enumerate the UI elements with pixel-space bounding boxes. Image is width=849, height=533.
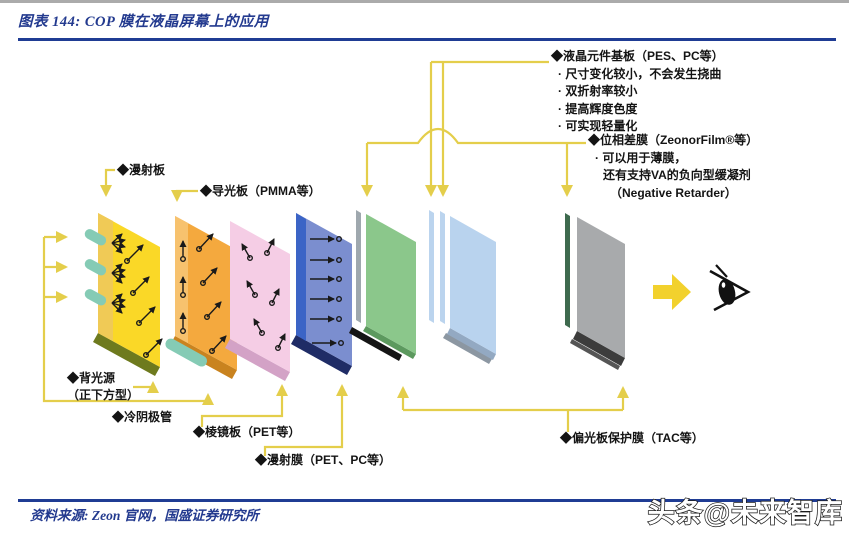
front-slab-face — [450, 216, 496, 354]
prism-plate-arrows — [241, 238, 286, 352]
light-guide-face — [175, 216, 237, 370]
substrate-group — [429, 210, 496, 364]
front-slab-edge — [447, 328, 496, 360]
diffusion-film-face — [296, 213, 352, 366]
burst-2 — [111, 263, 126, 284]
label-light-guide-plate: ◆导光板（PMMA等） — [200, 184, 321, 198]
light-guide-left-strip — [175, 216, 188, 343]
diffusion-film-left-strip — [296, 213, 306, 341]
eye-icon — [709, 264, 751, 312]
diffusion-film-edge — [291, 335, 352, 375]
front-slab-underline — [443, 333, 492, 364]
eye-pupil — [718, 279, 736, 305]
lamp-tube-2 — [84, 259, 107, 276]
annotation-lcd-substrate: ◆液晶元件基板（PES、PC等） · 尺寸变化较小，不会发生挠曲 · 双折射率较… — [551, 48, 724, 136]
annotation-lcd-bullet-3: · 提高辉度色度 — [558, 101, 638, 116]
burst-3 — [111, 293, 126, 314]
source-divider — [18, 499, 836, 502]
label-backlight-line1: ◆背光源 — [67, 371, 116, 385]
substrate-strip-1 — [429, 210, 434, 323]
prism-plate-slab — [225, 221, 290, 381]
gray-slab-underline — [570, 339, 620, 370]
lamp-tube-1 — [84, 229, 107, 246]
eye-lids — [709, 269, 751, 312]
diffuser-light-arrows — [111, 233, 163, 359]
eye-lash — [715, 264, 728, 278]
output-polarizer-group — [565, 213, 625, 370]
polarizer-film-connector — [403, 408, 623, 432]
diffusion-film-connector — [263, 384, 348, 456]
title-divider — [18, 38, 836, 41]
label-diffusion-film: ◆漫射膜（PET、PC等） — [255, 453, 392, 467]
diffuser-plate-connector — [100, 168, 115, 197]
label-cold-cathode-tube: ◆冷阴极管 — [112, 410, 173, 424]
burst-1 — [111, 233, 126, 254]
figure-title: 图表 144: COP 膜在液晶屏幕上的应用 — [18, 14, 269, 30]
lamp-tube-bottom — [165, 338, 208, 367]
lc-cell-face — [366, 214, 416, 354]
label-prism-plate: ◆棱镜板（PET等） — [193, 425, 301, 439]
output-light-arrow — [653, 274, 691, 310]
lc-cell-group — [349, 210, 416, 361]
light-guide-arrows — [179, 233, 227, 355]
diffusion-film-slab — [291, 213, 352, 375]
annotation-lcd-bullet-4: · 可实现轻量化 — [558, 119, 638, 133]
gray-slab-edge — [573, 331, 625, 366]
retarder-strip-left — [356, 210, 361, 323]
prism-plate-edge — [225, 339, 290, 381]
diffuser-plate-left-strip — [98, 213, 113, 341]
backlight-stub-connector — [133, 381, 159, 393]
diffuser-plate-edge — [93, 333, 160, 376]
annotation-retardation-line-1: · 可以用于薄膜， — [595, 150, 687, 165]
annotation-lcd-substrate-title: ◆液晶元件基板（PES、PC等） — [551, 49, 724, 63]
label-diffuser-plate: ◆漫射板 — [117, 163, 166, 177]
annotation-retardation-film: ◆位相差膜（ZeonorFilm®等） · 可以用于薄膜， 还有支持VA的负向型… — [588, 132, 758, 202]
annotation-retardation-title: ◆位相差膜（ZeonorFilm®等） — [588, 133, 759, 147]
retardation-film-connector — [367, 127, 586, 145]
label-polarizer-protective-film: ◆偏光板保护膜（TAC等） — [560, 431, 704, 445]
connector-lines — [42, 60, 629, 456]
label-backlight-line2: （正下方型） — [67, 388, 140, 402]
source-note: 资料来源: Zeon 官网，国盛证券研究所 — [30, 508, 259, 523]
polarizer-protect-strip-left — [349, 327, 402, 361]
gray-slab-face — [577, 217, 625, 358]
lcd-stack-diagram — [42, 60, 751, 456]
eye-highlight — [721, 282, 726, 288]
light-guide-slab — [165, 216, 237, 379]
diffuser-diagonal-arrows — [123, 244, 163, 359]
prism-plate-connector — [200, 384, 288, 427]
lamp-tube-3 — [84, 289, 107, 306]
annotation-lcd-bullet-2: · 双折射率较小 — [558, 84, 638, 98]
lc-cell-edge — [363, 326, 416, 359]
diffuser-plate-face — [98, 213, 160, 367]
substrate-strip-2 — [440, 211, 445, 324]
annotation-retardation-line-3: （Negative Retarder） — [610, 185, 737, 200]
prism-plate-face — [230, 221, 290, 372]
annotation-lcd-bullet-1: · 尺寸变化较小，不会发生挠曲 — [558, 66, 722, 81]
watermark: 头条@未来智库 — [647, 497, 843, 529]
diffusion-film-arrows — [310, 235, 345, 347]
annotation-retardation-line-2: 还有支持VA的负向型缓凝剂 — [603, 168, 751, 182]
retarder-strip-right — [565, 213, 570, 328]
backlight-lamps — [84, 229, 107, 306]
light-guide-connector — [171, 189, 198, 202]
backlight-trunk-connector — [42, 237, 214, 405]
